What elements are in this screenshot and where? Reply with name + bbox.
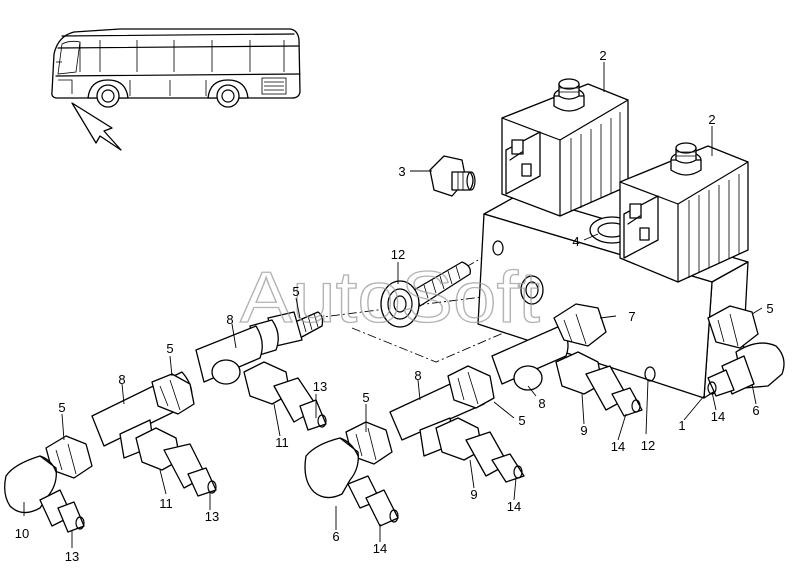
sensor-probe bbox=[57, 501, 85, 533]
callout-13: 13 bbox=[205, 509, 219, 524]
location-arrow-icon bbox=[71, 102, 122, 151]
sensor bbox=[135, 427, 217, 497]
callout-10: 10 bbox=[15, 526, 29, 541]
elbow-fitting bbox=[707, 342, 785, 397]
callout-5: 5 bbox=[766, 301, 773, 316]
callout-5: 5 bbox=[518, 413, 525, 428]
callout-6: 6 bbox=[332, 529, 339, 544]
callout-7: 7 bbox=[628, 309, 635, 324]
callout-8: 8 bbox=[118, 372, 125, 387]
callout-8: 8 bbox=[414, 368, 421, 383]
leader-lines bbox=[23, 62, 763, 548]
callout-2: 2 bbox=[599, 48, 606, 63]
callout-14: 14 bbox=[711, 409, 725, 424]
callout-5: 5 bbox=[58, 400, 65, 415]
callout-12: 12 bbox=[391, 247, 405, 262]
callout-5: 5 bbox=[292, 284, 299, 299]
callout-1: 1 bbox=[678, 418, 685, 433]
callout-3: 3 bbox=[398, 164, 405, 179]
sensor bbox=[243, 361, 327, 431]
callout-2: 2 bbox=[708, 112, 715, 127]
banjo-bolt bbox=[380, 261, 471, 328]
hex-nut bbox=[707, 305, 759, 349]
hex-nut bbox=[151, 373, 195, 415]
sensor bbox=[435, 417, 525, 483]
callout-14: 14 bbox=[373, 541, 387, 556]
callout-14: 14 bbox=[611, 439, 625, 454]
callout-14: 14 bbox=[507, 499, 521, 514]
hex-nut bbox=[447, 365, 495, 409]
callout-6: 6 bbox=[752, 403, 759, 418]
solenoid-coil bbox=[619, 142, 749, 283]
callout-5: 5 bbox=[362, 390, 369, 405]
callout-9: 9 bbox=[470, 487, 477, 502]
plug bbox=[429, 155, 476, 197]
callout-11: 11 bbox=[275, 435, 289, 450]
callout-13: 13 bbox=[313, 379, 327, 394]
bus-thumbnail bbox=[51, 28, 301, 108]
hex-nut bbox=[553, 303, 607, 347]
callout-11: 11 bbox=[159, 496, 173, 511]
sensor bbox=[555, 351, 643, 417]
solenoid-coil bbox=[501, 78, 629, 217]
callout-9: 9 bbox=[580, 423, 587, 438]
callout-8: 8 bbox=[538, 396, 545, 411]
watermark: AutoSoft bbox=[240, 258, 540, 338]
callout-12: 12 bbox=[641, 438, 655, 453]
callout-8: 8 bbox=[226, 312, 233, 327]
elbow-fitting bbox=[304, 437, 399, 527]
callout-13: 13 bbox=[65, 549, 79, 564]
callout-5: 5 bbox=[166, 341, 173, 356]
callout-4: 4 bbox=[572, 234, 579, 249]
